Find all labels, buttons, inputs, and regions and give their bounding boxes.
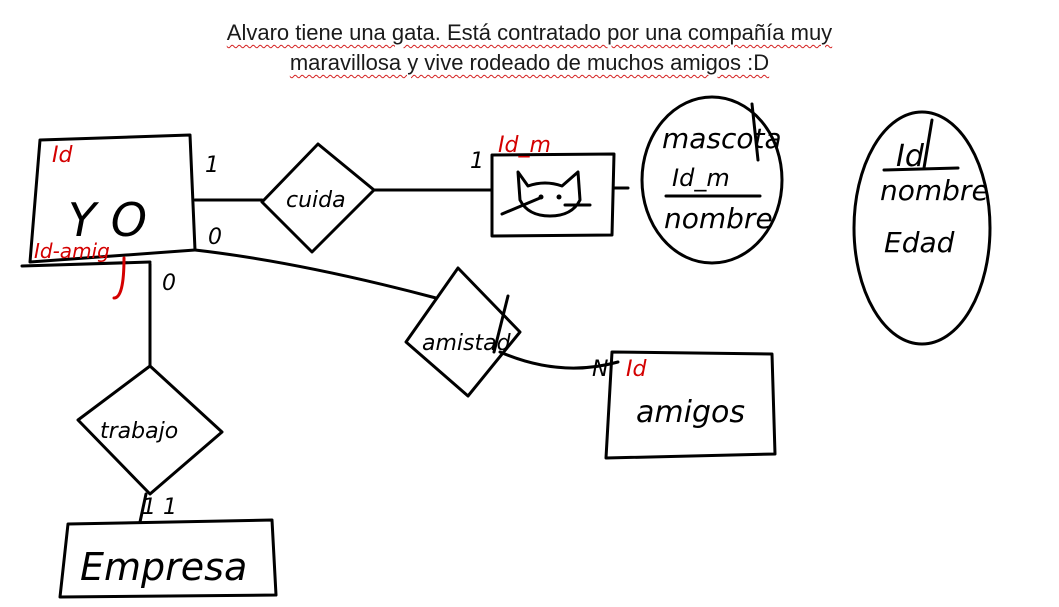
entity-yo[interactable]: Y O Id Id-amig <box>20 133 197 300</box>
note-persona-ellipse <box>852 110 992 346</box>
entity-amigos-box <box>604 350 777 460</box>
cat-head <box>516 170 582 218</box>
prompt-line-2: maravillosa y vive rodeado de muchos ami… <box>289 50 770 75</box>
cat-eye-right <box>556 194 562 200</box>
note-persona-edad: Edad <box>884 226 955 259</box>
note-persona: Id nombre Edad <box>852 110 992 346</box>
cardinality-amigos-amistad: N <box>592 357 608 382</box>
relationship-cuida-label: cuida <box>286 188 346 213</box>
id-amig-hook <box>112 256 126 300</box>
note-persona-underline <box>882 166 960 172</box>
entity-yo-label: Y O <box>68 193 147 247</box>
cardinality-yo-cuida: 1 <box>205 153 219 178</box>
entity-empresa-label: Empresa <box>80 545 247 589</box>
entity-gata-box <box>490 152 616 238</box>
relationship-amistad-tick <box>492 294 510 354</box>
line-yo-amistad <box>193 248 438 300</box>
entity-empresa[interactable]: Empresa <box>58 518 278 599</box>
entity-gata[interactable]: Id_m <box>490 133 630 238</box>
note-mascota-title: mascota <box>662 122 782 155</box>
relationship-cuida[interactable]: cuida <box>260 142 376 254</box>
entity-amigos[interactable]: Id amigos <box>604 350 777 460</box>
note-mascota-id: Id_m <box>672 164 730 192</box>
entity-empresa-box <box>58 518 278 599</box>
line-amistad-amigos <box>498 350 620 370</box>
line-trabajo-empresa <box>138 492 148 524</box>
cardinality-gata-cuida: 1 <box>470 149 484 174</box>
note-persona-tick <box>922 118 934 170</box>
relationship-trabajo-diamond <box>76 364 224 496</box>
note-mascota-ellipse <box>640 95 784 265</box>
relationship-amistad[interactable]: amistad <box>404 266 522 398</box>
relationship-trabajo-label: trabajo <box>100 419 178 444</box>
note-mascota-tick <box>750 102 760 162</box>
entity-amigos-label: amigos <box>636 395 745 430</box>
note-mascota: mascota Id_m nombre <box>640 95 784 265</box>
relationship-amistad-diamond <box>404 266 522 398</box>
prompt-line-1: Alvaro tiene una gata. Está contratado p… <box>226 20 833 45</box>
relationship-trabajo[interactable]: trabajo <box>76 364 224 496</box>
note-mascota-nombre: nombre <box>664 202 773 235</box>
entity-gata-attr-id-m: Id_m <box>498 133 551 158</box>
note-persona-nombre: nombre <box>880 174 989 207</box>
entity-yo-attr-id-amig: Id-amig <box>34 239 110 263</box>
cardinality-yo-amistad: 0 <box>208 225 222 250</box>
cat-whisker-left <box>500 196 542 216</box>
entity-yo-underline <box>20 260 152 268</box>
cardinality-yo-trabajo: 0 <box>162 271 176 296</box>
entity-amigos-attr-id: Id <box>626 357 647 382</box>
cat-icon <box>500 170 592 218</box>
entity-yo-attr-id: Id <box>52 143 73 168</box>
diagram-prompt: Alvaro tiene una gata. Está contratado p… <box>0 18 1059 78</box>
relationship-cuida-diamond <box>260 142 376 254</box>
cardinality-empresa-trabajo: 1 1 <box>142 495 177 520</box>
